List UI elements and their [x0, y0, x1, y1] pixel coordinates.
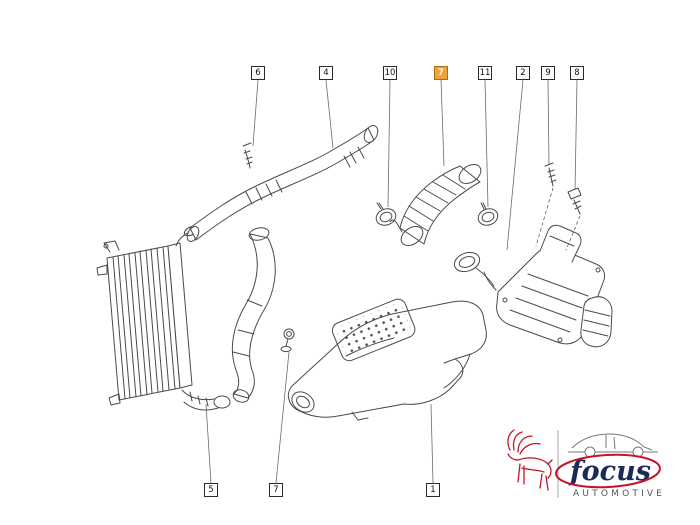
callout-5[interactable]: 5	[204, 483, 218, 497]
intake-connector-ring	[453, 251, 495, 287]
callout-10[interactable]: 10	[383, 66, 397, 80]
callout-4[interactable]: 4	[319, 66, 333, 80]
logo-brand-text: focus	[568, 456, 651, 487]
callout-8[interactable]: 8	[570, 66, 584, 80]
callout-6[interactable]: 6	[251, 66, 265, 80]
air-filter-housing	[483, 224, 613, 348]
car-outline-icon	[568, 433, 658, 458]
air-duct	[287, 298, 487, 421]
lower-charge-hose	[231, 227, 276, 403]
leader-lines	[205, 79, 578, 484]
screw-9	[535, 162, 557, 247]
callout-11[interactable]: 11	[478, 66, 492, 80]
stag-icon	[507, 429, 553, 491]
callout-1[interactable]: 1	[426, 483, 440, 497]
callout-7-selected[interactable]: 7	[434, 66, 448, 80]
logo-tagline-text: AUTOMOTIVE	[573, 489, 665, 499]
sensor-8	[565, 187, 582, 251]
hose-clamp-right	[477, 202, 499, 226]
upper-charge-hose	[186, 125, 379, 242]
focus-automotive-logo: focus AUTOMOTIVE	[507, 429, 665, 499]
logo-oval	[555, 453, 661, 489]
air-intake-hose	[389, 163, 482, 247]
callout-9[interactable]: 9	[541, 66, 555, 80]
clamp-screw-6	[242, 142, 253, 169]
intercooler	[96, 225, 231, 411]
bolt-7	[280, 328, 295, 353]
callout-2[interactable]: 2	[516, 66, 530, 80]
hose-clamp-left	[375, 202, 397, 226]
callout-7-bottom[interactable]: 7	[269, 483, 283, 497]
